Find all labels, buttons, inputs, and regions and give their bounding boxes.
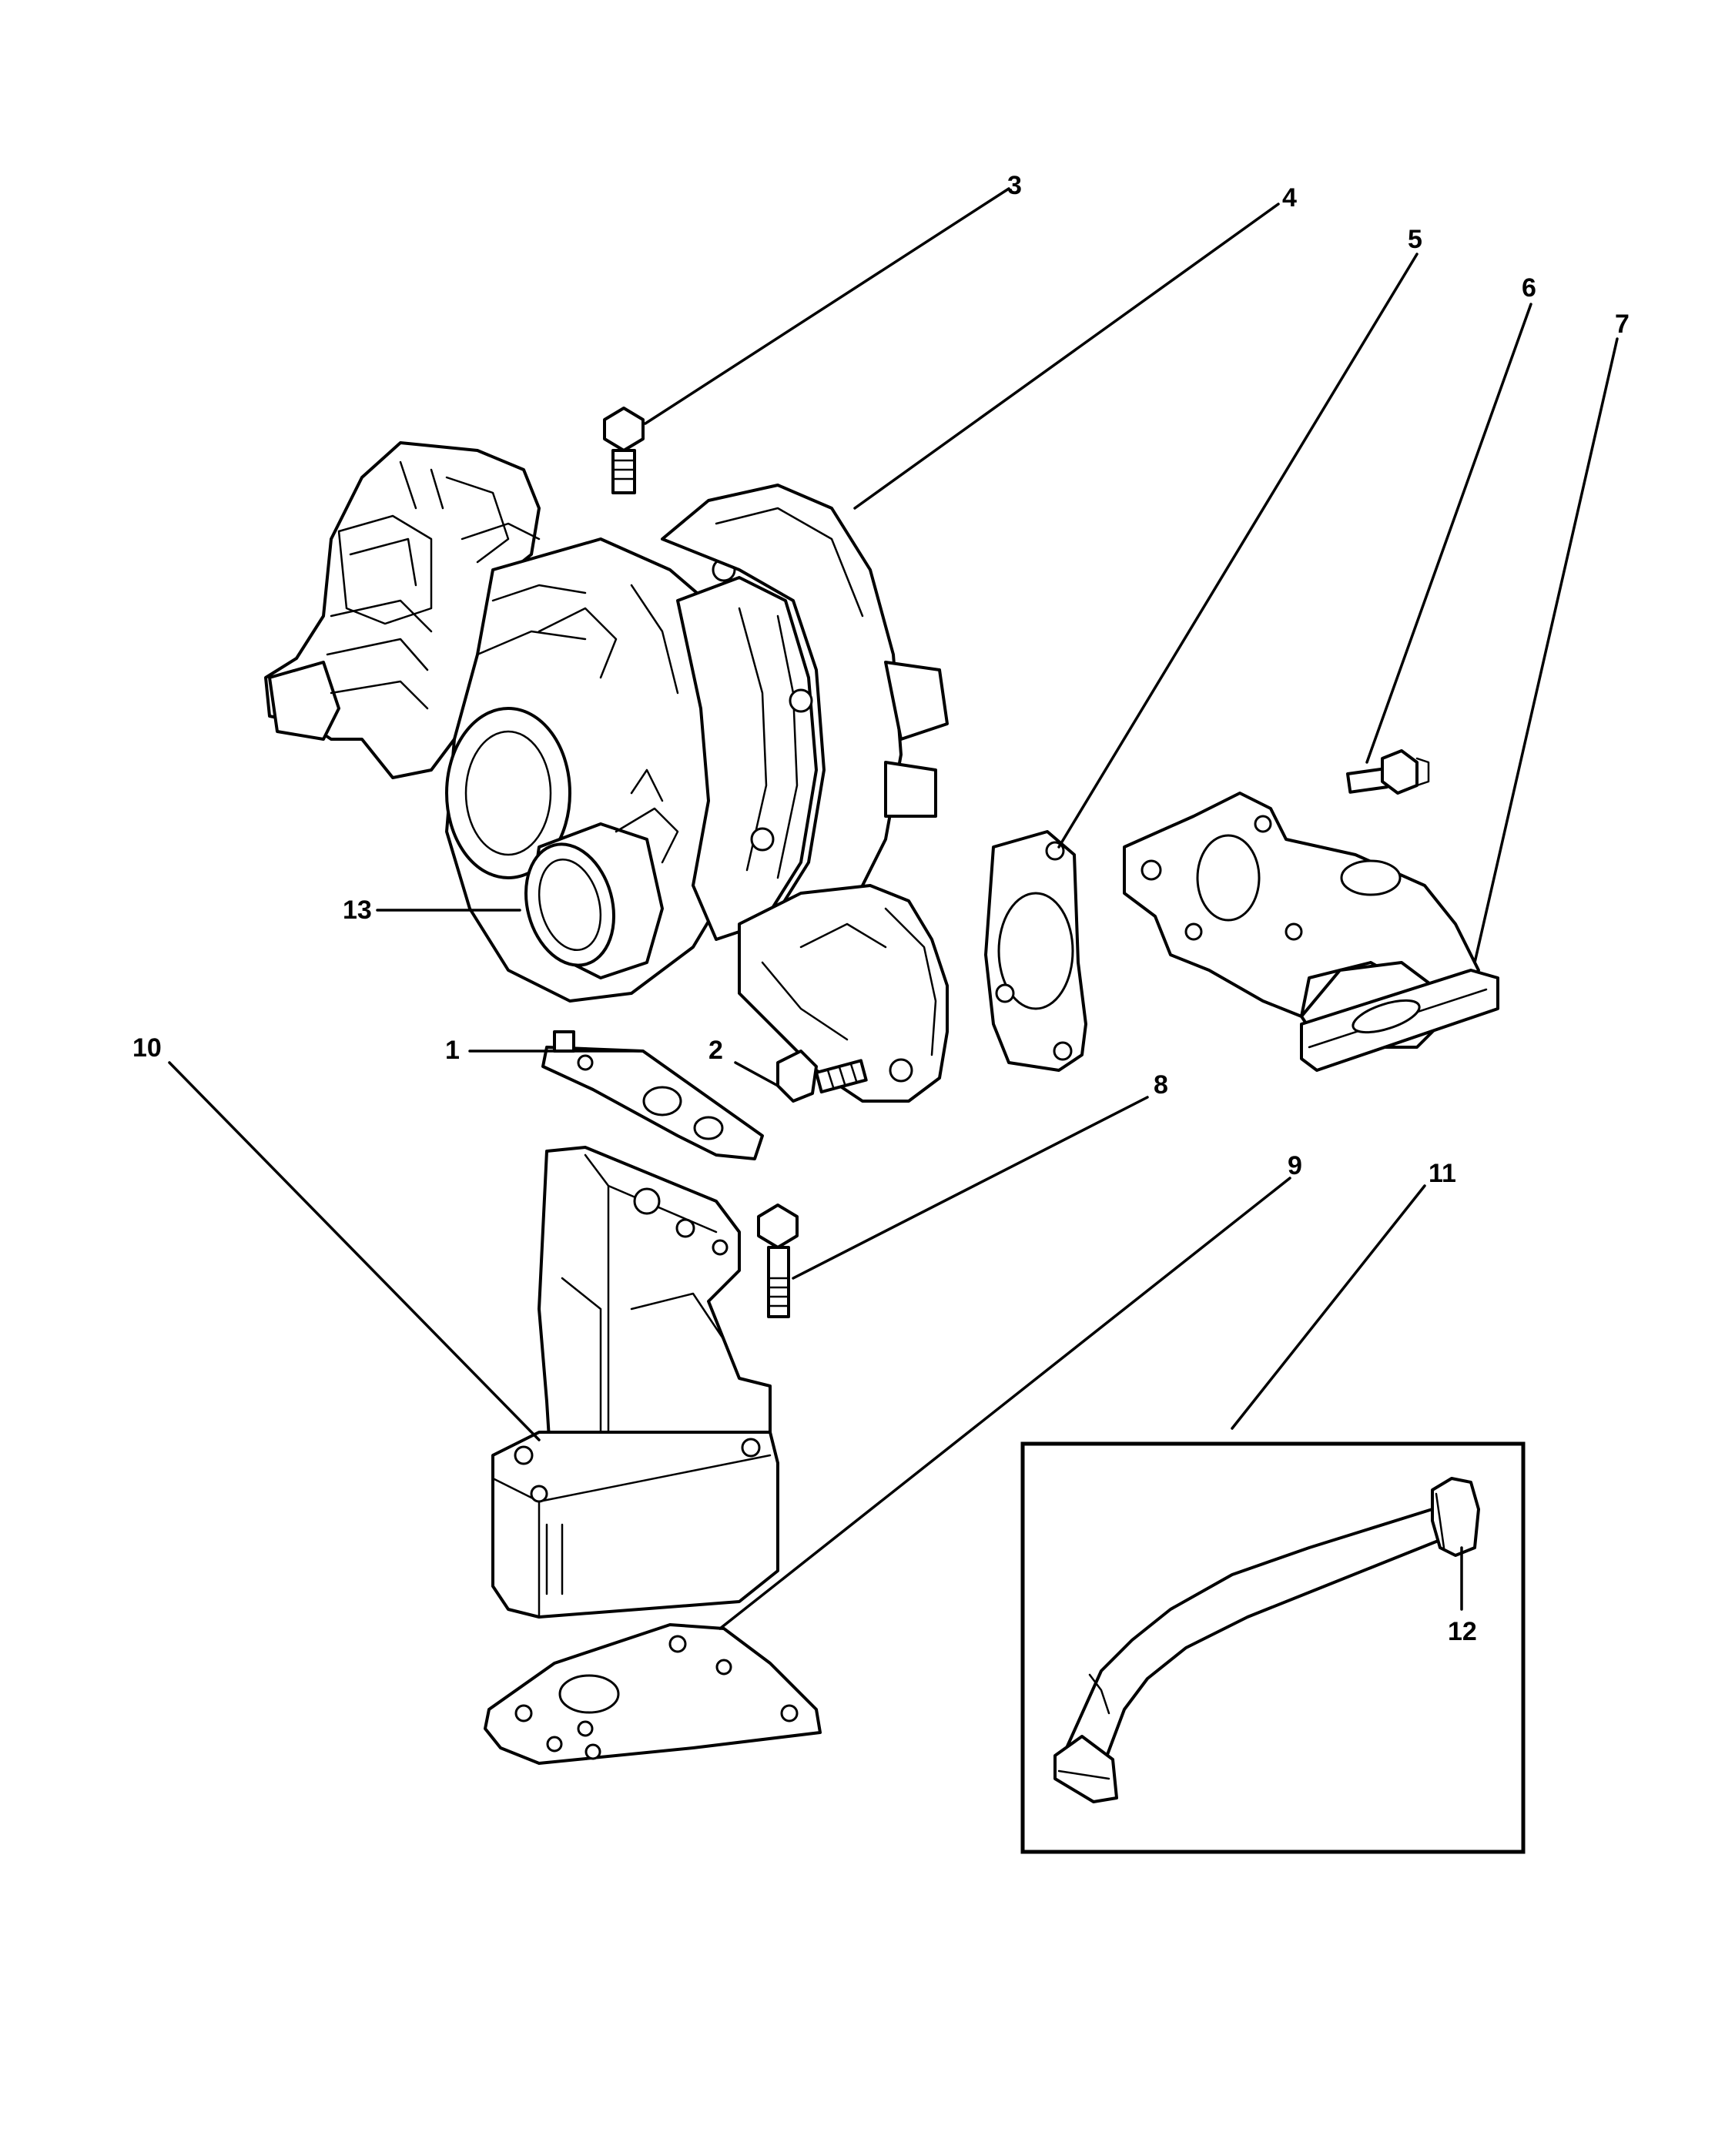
- leader-11: [1231, 1184, 1426, 1430]
- leader-4: [853, 203, 1280, 510]
- leader-3: [644, 187, 1010, 425]
- callout-12: 12: [1448, 1617, 1477, 1646]
- bracket-10: [491, 1146, 779, 1619]
- oil-return-pipe: [1053, 1477, 1480, 1803]
- leader-6: [1365, 303, 1532, 764]
- callout-labels: 1 2 3 4 5 6 7 8 9 10 11 12 13: [132, 171, 1630, 1646]
- callout-9: 9: [1288, 1151, 1302, 1180]
- callout-4: 4: [1282, 183, 1297, 213]
- turbine-housing: [661, 484, 949, 1103]
- callout-6: 6: [1522, 273, 1536, 303]
- compressor-outlet: [524, 768, 679, 979]
- bolt-8: [757, 1204, 799, 1318]
- bolt-2: [776, 1050, 868, 1103]
- gasket-1: [541, 1030, 764, 1160]
- inset-frame: [1020, 1441, 1526, 1854]
- gasket-9: [484, 1623, 822, 1765]
- leader-9: [718, 1177, 1291, 1630]
- leader-10: [168, 1061, 541, 1441]
- callout-11: 11: [1429, 1159, 1456, 1188]
- leader-2: [734, 1061, 779, 1087]
- turbocharger-assembly: [264, 441, 949, 1103]
- callout-1: 1: [445, 1036, 460, 1065]
- leader-5: [1057, 253, 1419, 849]
- exhaust-elbow: [1123, 792, 1499, 1072]
- gasket-5: [984, 830, 1087, 1072]
- bolt-6: [1346, 749, 1430, 795]
- callout-3: 3: [1007, 171, 1022, 200]
- callout-7: 7: [1615, 310, 1630, 339]
- callout-5: 5: [1408, 225, 1422, 254]
- callout-13: 13: [343, 896, 372, 925]
- leader-lines: [168, 187, 1619, 1630]
- bolt-3: [603, 407, 645, 494]
- bearing-housing: [676, 557, 818, 941]
- callout-10: 10: [132, 1033, 162, 1063]
- callout-2: 2: [708, 1036, 723, 1065]
- leader-8: [792, 1096, 1149, 1280]
- leader-7: [1473, 337, 1619, 964]
- callout-8: 8: [1154, 1070, 1168, 1100]
